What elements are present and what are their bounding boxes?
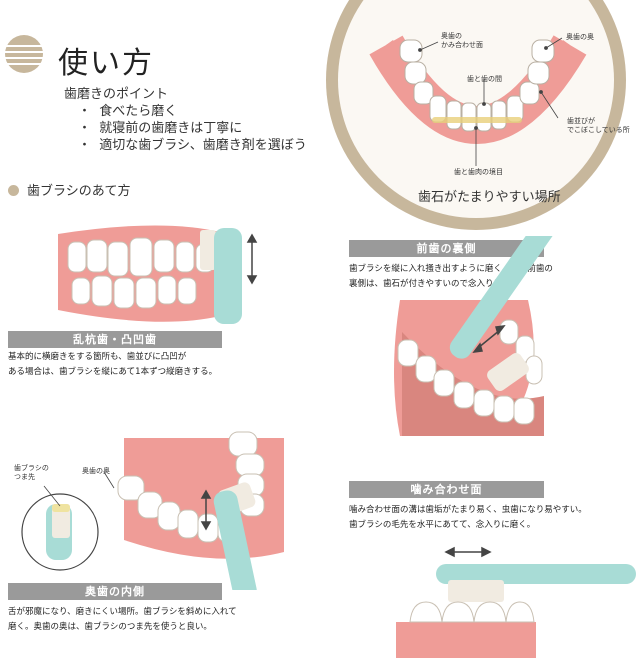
diagram-caption: 歯石がたまりやすい場所 — [418, 190, 561, 205]
bite-surface-illustration — [396, 546, 636, 658]
molar-inside-illustration — [21, 431, 284, 590]
dot-icon — [8, 185, 19, 196]
point-item: ・ 食べたら磨く — [78, 104, 178, 119]
panel-bar-crooked: 乱杭歯・凸凹歯 — [8, 331, 222, 348]
panel-bar-molar-inside: 奥歯の内側 — [8, 583, 222, 600]
label-back-teeth: 奥歯の奥 — [566, 33, 594, 41]
tartar-diagram — [326, 0, 626, 230]
panel-desc-crooked: 基本的に横磨きをする箇所も、歯並びに凸凹が ある場合は、歯ブラシを縦にあて1本ず… — [8, 352, 218, 377]
panel-desc-molar-inside: 舌が邪魔になり、磨きにくい場所。歯ブラシを斜めに入れて 磨く。奥歯の奥は、歯ブラ… — [8, 607, 237, 632]
label-gumline: 歯と歯肉の境目 — [454, 168, 503, 176]
panel-desc-bite-surface: 噛み合わせ面の溝は歯垢がたまり易く、虫歯になり易やすい。 歯ブラシの毛先を水平に… — [349, 505, 587, 530]
label-back-bite: 奥歯の かみ合わせ面 — [441, 32, 483, 49]
point-item: ・ 適切な歯ブラシ、歯磨き剤を選ぼう — [78, 138, 307, 153]
page-title: 使い方 — [58, 46, 154, 81]
label-between: 歯と歯の間 — [467, 75, 502, 83]
crooked-teeth-illustration — [58, 225, 258, 324]
points-list: 歯磨きのポイント ・ 食べたら磨く ・ 就寝前の歯磨きは丁寧に ・ 適切な歯ブラ… — [64, 86, 307, 154]
panel-desc-front-back: 歯ブラシを縦に入れ掻き出すように磨く。下の前歯の 裏側は、歯石が付きやすいので念… — [349, 264, 553, 289]
logo-mark-icon — [4, 35, 44, 73]
front-teeth-illustration — [394, 236, 569, 436]
label-brush-tip: 歯ブラシの つま先 — [14, 464, 49, 481]
panel-bar-bite-surface: 噛み合わせ面 — [349, 481, 544, 498]
label-uneven: 歯並びが でこぼこしている所 — [567, 117, 630, 134]
section-heading: 歯ブラシのあて方 — [8, 180, 130, 199]
point-item: ・ 就寝前の歯磨きは丁寧に — [78, 121, 243, 136]
points-heading: 歯磨きのポイント — [64, 87, 169, 102]
label-molar-back: 奥歯の奥 — [82, 467, 110, 475]
panel-bar-front-back: 前歯の裏側 — [349, 240, 544, 257]
